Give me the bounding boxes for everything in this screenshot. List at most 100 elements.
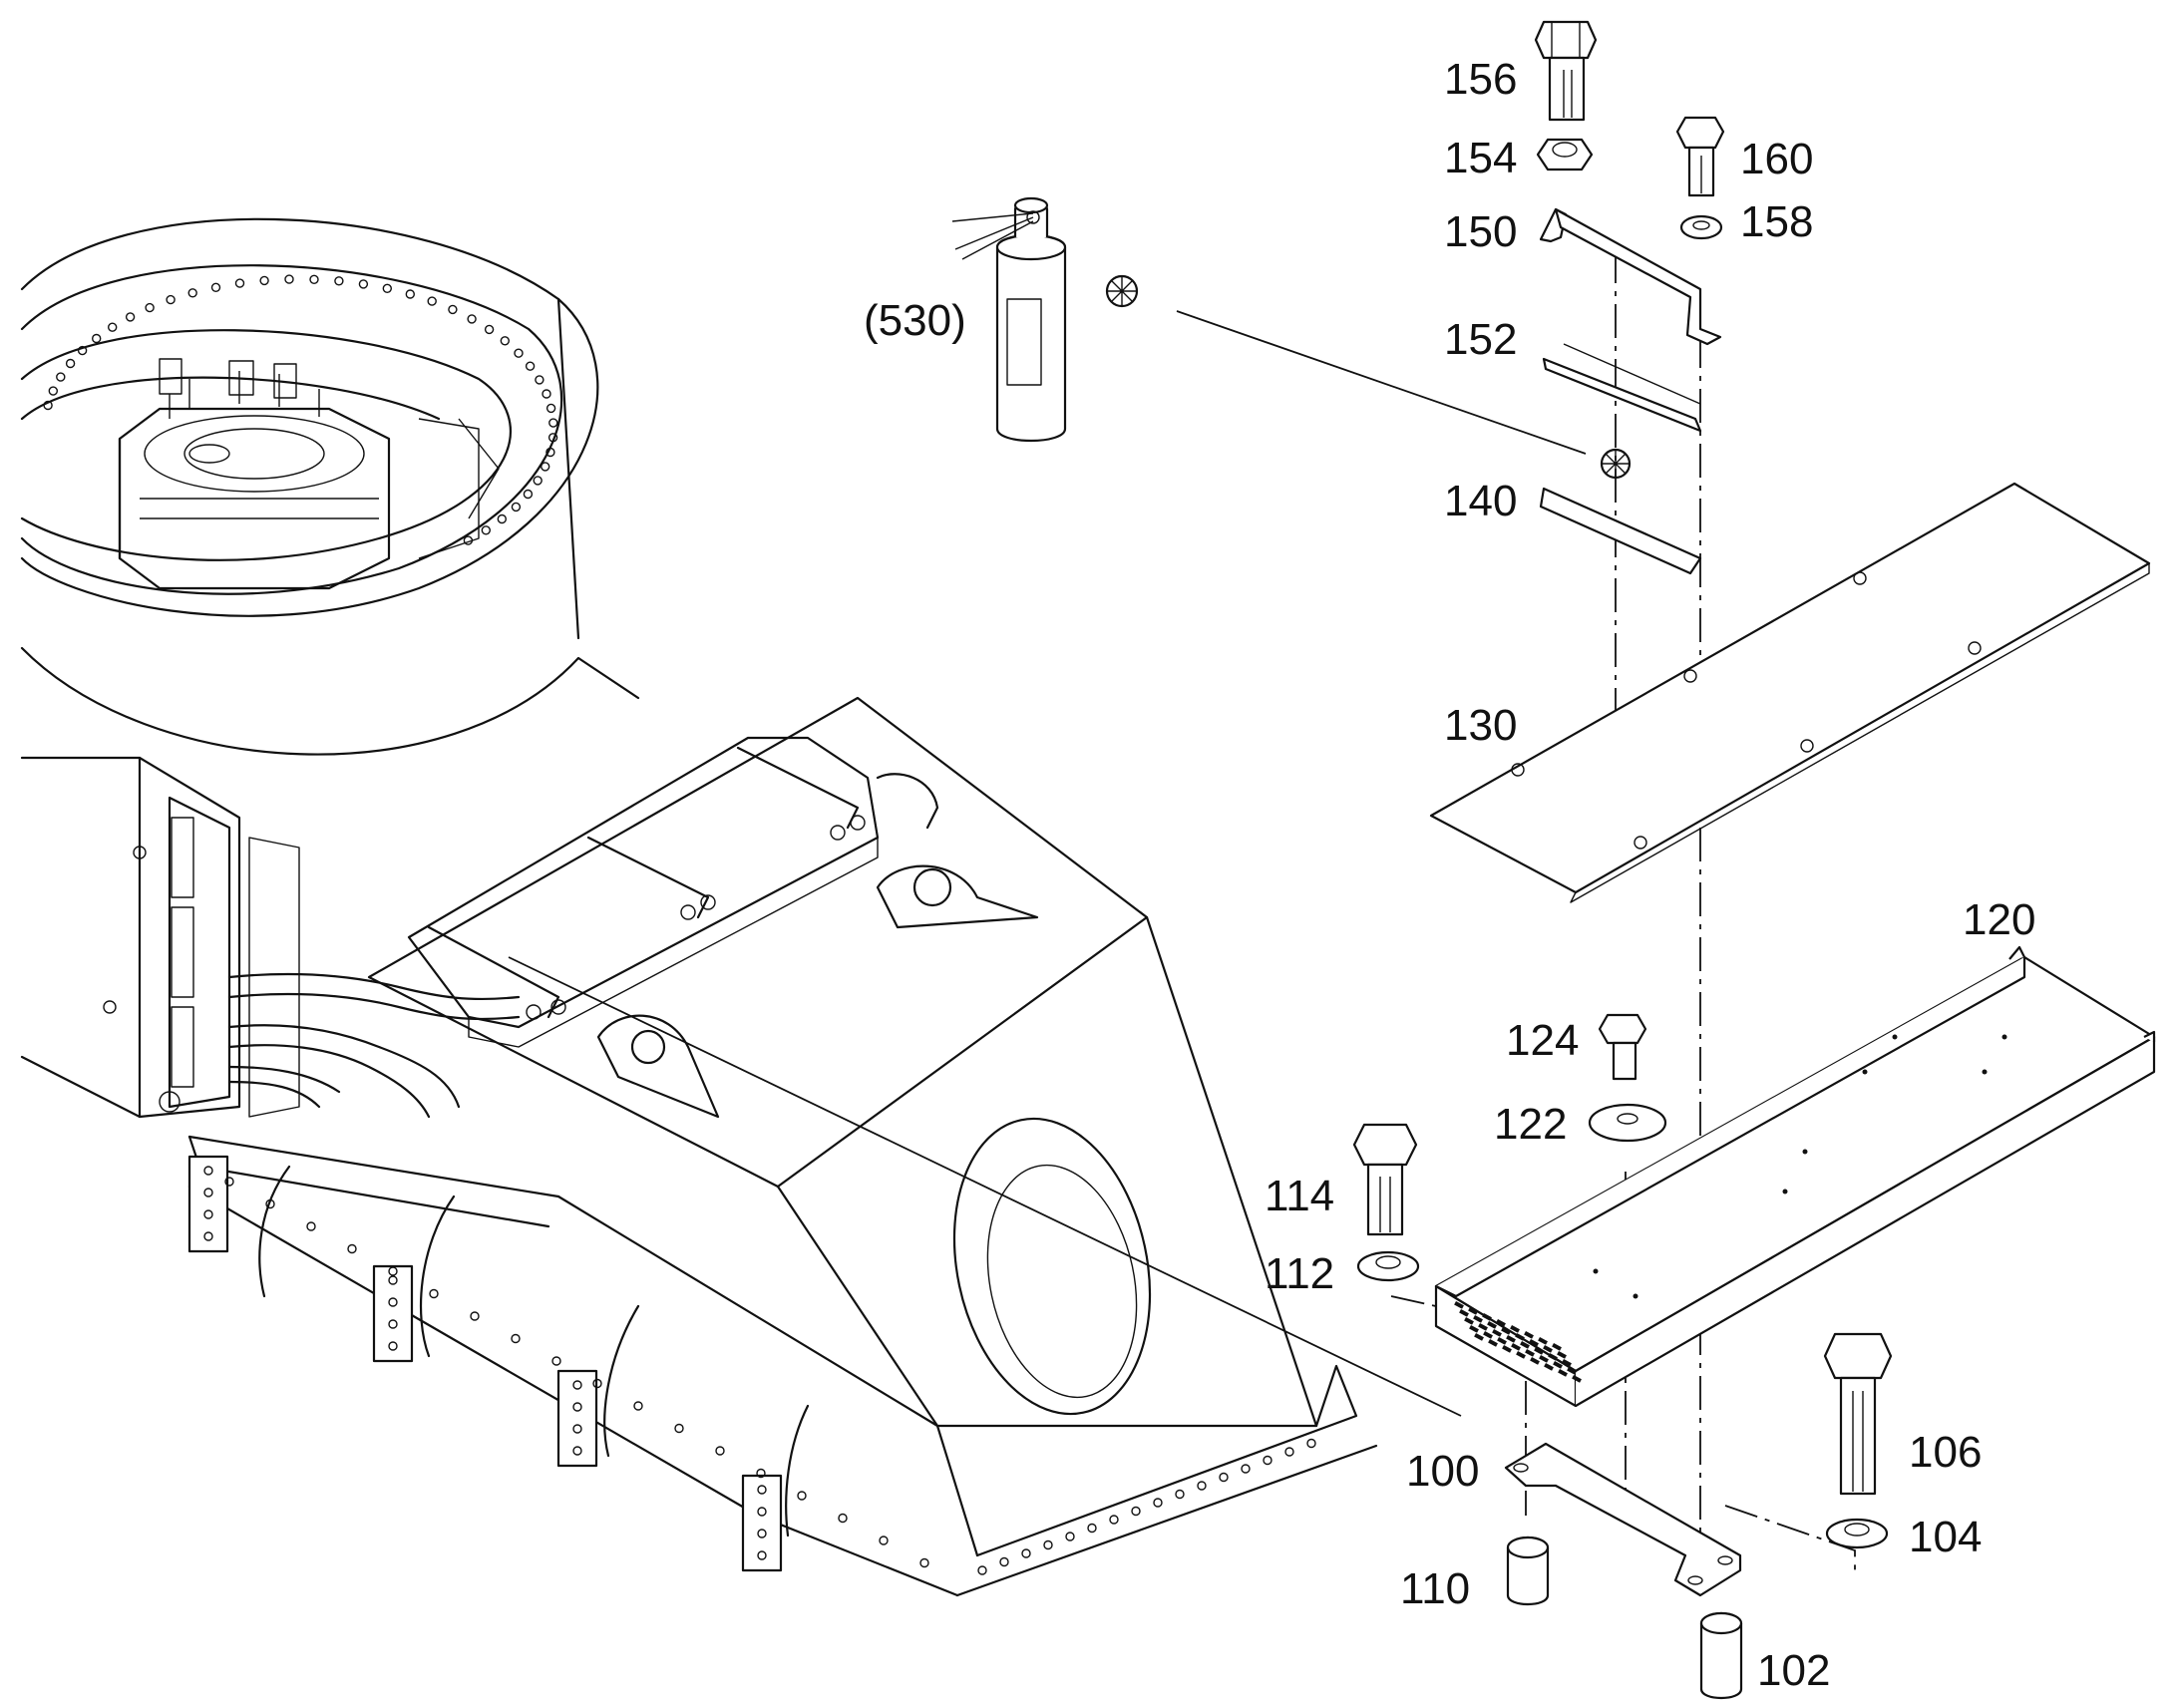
leader-line-100 xyxy=(508,956,1462,1417)
callout-106: 106 xyxy=(1909,1428,1982,1477)
perforation-slot xyxy=(1572,1375,1582,1383)
callout-114: 114 xyxy=(1265,1172,1334,1220)
bolt-hole xyxy=(1263,1455,1272,1466)
perforation-slot xyxy=(1496,1319,1506,1327)
bolt-hole xyxy=(56,372,66,382)
part-140-pad xyxy=(1539,487,1702,575)
perforation-slot xyxy=(1520,1341,1530,1349)
bolt-hole xyxy=(542,389,551,399)
perforation-slot xyxy=(1544,1363,1554,1371)
part-102-spacer xyxy=(1699,1611,1743,1700)
perforation-slot xyxy=(1502,1345,1512,1353)
cable-bundle xyxy=(227,972,521,1119)
bolt-hole xyxy=(514,348,524,358)
callout-112: 112 xyxy=(1265,1249,1334,1298)
bolt-hole xyxy=(497,513,507,524)
part-158-washer xyxy=(1679,214,1723,240)
bolt-hole xyxy=(1021,1548,1031,1558)
bolt-hole xyxy=(448,304,458,315)
bracket-hole xyxy=(203,1231,213,1241)
main-frame xyxy=(187,696,1378,1597)
bolt-hole xyxy=(48,386,58,396)
bolt-hole xyxy=(470,1311,480,1321)
leader-line-530 xyxy=(1176,310,1587,455)
part-110-spacer xyxy=(1506,1536,1550,1606)
part-114-bolt xyxy=(1352,1123,1418,1236)
bolt-hole xyxy=(1153,1498,1163,1508)
perforation-slot xyxy=(1530,1357,1540,1365)
callout-158: 158 xyxy=(1740,197,1813,246)
part-156-hex-bolt xyxy=(1534,20,1598,122)
perforation-slot xyxy=(1488,1339,1498,1347)
callout-140: 140 xyxy=(1444,477,1517,525)
bracket-hole xyxy=(572,1424,582,1434)
bolt-hole xyxy=(210,282,221,292)
perforation-slot xyxy=(1506,1335,1516,1343)
perforation-slot xyxy=(1501,1327,1511,1335)
bolt-hole xyxy=(284,274,294,284)
callout-156: 156 xyxy=(1444,55,1517,104)
bolt-hole xyxy=(187,288,197,298)
part-106-bolt xyxy=(1823,1332,1893,1496)
part-152-strip xyxy=(1542,343,1702,433)
callout-104: 104 xyxy=(1909,1513,1982,1561)
callout-154: 154 xyxy=(1444,134,1517,182)
perforation-slot xyxy=(1482,1313,1492,1321)
callout-130: 130 xyxy=(1444,701,1517,750)
perforation-slot xyxy=(1516,1351,1526,1359)
bolt-hole xyxy=(347,1243,357,1254)
callout-110: 110 xyxy=(1400,1564,1470,1613)
callout-labels: 156 154 160 150 158 (530) 152 140 130 12… xyxy=(864,55,2035,1695)
perforation-slot xyxy=(1459,1309,1469,1317)
perforation-slot xyxy=(1552,1343,1562,1351)
bolt-hole xyxy=(525,361,536,371)
bracket-hole xyxy=(572,1446,582,1456)
bolt-hole xyxy=(234,278,245,288)
bolt-hole xyxy=(797,1491,807,1501)
part-122-washer xyxy=(1588,1103,1667,1143)
part-130-cover xyxy=(1429,482,2151,903)
perforation-slot xyxy=(1553,1360,1563,1369)
bolt-hole xyxy=(145,302,155,313)
bolt-hole xyxy=(1043,1539,1053,1550)
part-530-adhesive-bottle xyxy=(951,196,1067,443)
bolt-hole xyxy=(523,489,534,500)
bolt-hole xyxy=(1284,1447,1294,1457)
perforation-slot xyxy=(1469,1325,1479,1333)
bolt-hole xyxy=(382,283,392,293)
bolt-hole xyxy=(715,1446,725,1456)
mounting-bracket xyxy=(372,1264,414,1363)
callout-122: 122 xyxy=(1494,1100,1567,1149)
bearing-ring xyxy=(20,217,640,756)
bolt-hole xyxy=(977,1565,987,1575)
perforation-slot xyxy=(1539,1355,1549,1363)
bolt-hole xyxy=(405,289,415,299)
bolt-hole xyxy=(838,1513,848,1524)
bracket-hole xyxy=(757,1529,767,1538)
bolt-hole xyxy=(484,324,495,335)
part-160-hex-bolt xyxy=(1675,116,1725,197)
callout-120: 120 xyxy=(1963,895,2035,944)
bolt-hole xyxy=(545,447,555,458)
callout-160: 160 xyxy=(1740,135,1813,183)
bolt-hole xyxy=(429,1288,439,1299)
mounting-bracket xyxy=(741,1474,783,1572)
perforation-slot xyxy=(1562,1359,1572,1367)
bolt-hole xyxy=(1131,1506,1141,1517)
bolt-hole xyxy=(545,403,556,414)
bracket-hole xyxy=(757,1485,767,1495)
perforation-slot xyxy=(1483,1331,1493,1339)
perforation-slot xyxy=(1538,1337,1548,1345)
bolt-hole xyxy=(77,345,88,356)
machine-assembly-drawing xyxy=(20,217,1378,1597)
perforation-slot xyxy=(1478,1323,1488,1331)
perforation-slot xyxy=(1474,1333,1484,1341)
bolt-hole xyxy=(548,418,558,428)
bracket-hole xyxy=(572,1402,582,1412)
flange-bolt-holes xyxy=(224,1177,1316,1575)
central-hub-unit xyxy=(118,358,500,590)
bolt-hole xyxy=(511,1333,521,1344)
bolt-hole xyxy=(265,1198,275,1209)
bolt-hole xyxy=(1109,1515,1119,1525)
bolt-hole xyxy=(511,502,522,512)
